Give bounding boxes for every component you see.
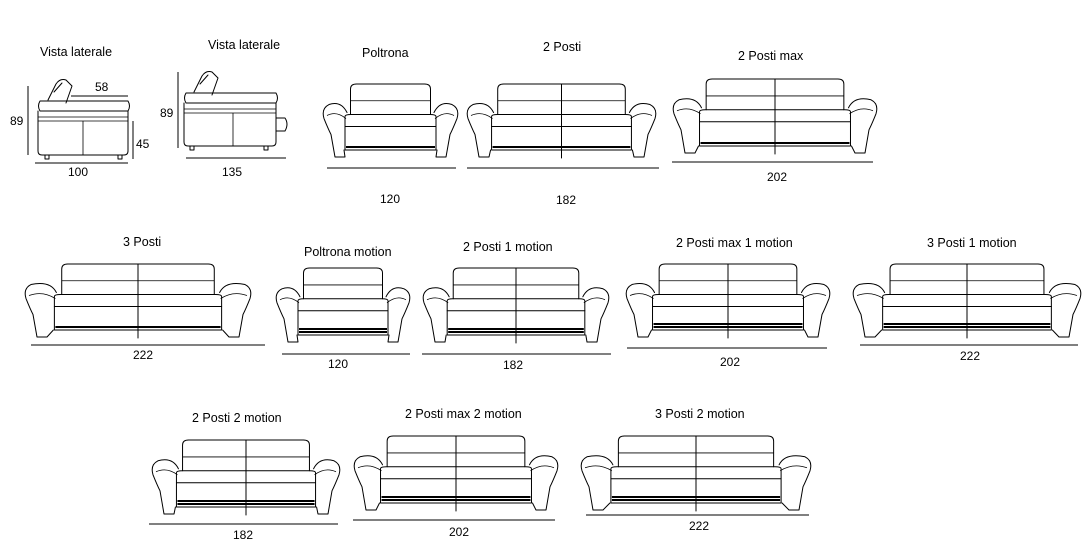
model-width: 202 — [767, 170, 787, 184]
right-armrest — [800, 283, 831, 338]
right-armrest — [528, 455, 559, 511]
seat-base — [344, 126, 437, 151]
seat-base — [297, 310, 389, 336]
seat-cushion — [652, 294, 804, 308]
sofa-model: Poltrona 120 — [322, 46, 459, 206]
side-view-2-title: Vista laterale — [208, 38, 280, 52]
model-title: 2 Posti — [543, 40, 581, 54]
sofa-model: 2 Posti max 202 — [672, 49, 878, 184]
model-title: 3 Posti — [123, 235, 161, 249]
sofa-front-drawing — [151, 439, 341, 516]
model-title: 2 Posti max 1 motion — [676, 236, 793, 250]
sofa-model: 2 Posti 182 — [466, 40, 659, 207]
left-armrest — [625, 283, 656, 338]
seat-cushion — [491, 114, 632, 128]
sofa-model: Poltrona motion 120 — [275, 245, 411, 371]
left-armrest — [422, 287, 450, 343]
model-width: 182 — [233, 528, 253, 542]
side-view-2-dimensions: 89 135 — [160, 72, 286, 179]
left-armrest — [672, 98, 703, 154]
side-view-1-depth: 58 — [95, 80, 109, 94]
side-view-2: Vista laterale 89 135 — [160, 38, 288, 179]
front-views: Poltrona 120 2 Posti 182 2 Posti max 202 3 Pos… — [24, 40, 1082, 542]
model-width: 120 — [380, 192, 400, 206]
right-armrest — [582, 287, 610, 343]
side-view-1-drawing — [37, 79, 130, 160]
sofa-front-drawing — [625, 263, 831, 339]
seat-cushion — [380, 466, 532, 480]
sofa-front-drawing — [353, 435, 559, 512]
side-view-2-height: 89 — [160, 106, 174, 120]
model-width: 182 — [503, 358, 523, 372]
right-armrest — [385, 287, 411, 343]
model-width: 222 — [133, 348, 153, 362]
seat-cushion — [175, 470, 317, 484]
right-armrest — [847, 98, 878, 154]
sofa-model: 2 Posti max 1 motion 202 — [625, 236, 831, 369]
right-armrest — [778, 455, 812, 511]
seat-cushion — [446, 298, 586, 312]
sofa-model: 2 Posti 1 motion 182 — [422, 240, 611, 372]
seat-cushion — [344, 114, 437, 128]
model-title: 2 Posti 1 motion — [463, 240, 553, 254]
right-armrest — [1048, 283, 1082, 338]
side-view-1-height: 89 — [10, 114, 24, 128]
seat-cushion — [699, 109, 851, 123]
right-armrest — [313, 459, 341, 515]
model-title: 3 Posti 2 motion — [655, 407, 745, 421]
sofa-front-drawing — [672, 78, 878, 155]
model-title: Poltrona — [362, 46, 409, 60]
side-view-1-title: Vista laterale — [40, 45, 112, 59]
model-width: 120 — [328, 357, 348, 371]
left-armrest — [24, 283, 57, 338]
seat-cushion — [610, 466, 782, 480]
model-width: 222 — [689, 519, 709, 533]
model-width: 182 — [556, 193, 576, 207]
backrest — [350, 83, 431, 116]
backrest — [303, 267, 383, 300]
sofa-model: 3 Posti 1 motion 222 — [852, 236, 1082, 363]
side-view-1-seat-height: 45 — [136, 137, 150, 151]
model-title: 3 Posti 1 motion — [927, 236, 1017, 250]
model-title: 2 Posti max 2 motion — [405, 407, 522, 421]
side-view-1-dimensions: 58 89 45 100 — [10, 80, 150, 179]
side-view-1: Vista laterale 58 89 45 100 — [10, 45, 150, 179]
sofa-front-drawing — [422, 267, 610, 344]
model-title: 2 Posti 2 motion — [192, 411, 282, 425]
right-armrest — [219, 283, 252, 338]
seat-cushion — [882, 294, 1052, 308]
seat-cushion — [297, 298, 389, 312]
sofa-front-drawing — [275, 267, 411, 343]
sofa-front-drawing — [322, 83, 459, 158]
right-armrest — [433, 103, 459, 158]
left-armrest — [580, 455, 614, 511]
model-title: Poltrona motion — [304, 245, 392, 259]
side-view-2-width: 135 — [222, 165, 242, 179]
side-view-1-width: 100 — [68, 165, 88, 179]
left-armrest — [322, 103, 348, 158]
model-width: 222 — [960, 349, 980, 363]
left-armrest — [275, 287, 301, 343]
sofa-front-drawing — [852, 263, 1082, 339]
model-width: 202 — [449, 525, 469, 539]
side-view-2-drawing — [183, 71, 288, 151]
left-armrest — [852, 283, 886, 338]
sofa-model: 2 Posti 2 motion 182 — [149, 411, 341, 542]
right-armrest — [628, 103, 657, 158]
sofa-front-drawing — [24, 263, 252, 339]
sofa-model: 2 Posti max 2 motion 202 — [353, 407, 559, 539]
seat-cushion — [53, 294, 223, 308]
model-width: 202 — [720, 355, 740, 369]
sofa-model: 3 Posti 2 motion 222 — [580, 407, 812, 533]
sofa-front-drawing — [466, 83, 657, 159]
left-armrest — [466, 103, 495, 158]
sofa-front-drawing — [580, 435, 812, 512]
left-armrest — [353, 455, 384, 511]
model-title: 2 Posti max — [738, 49, 804, 63]
sofa-model: 3 Posti 222 — [24, 235, 265, 362]
left-armrest — [151, 459, 179, 515]
